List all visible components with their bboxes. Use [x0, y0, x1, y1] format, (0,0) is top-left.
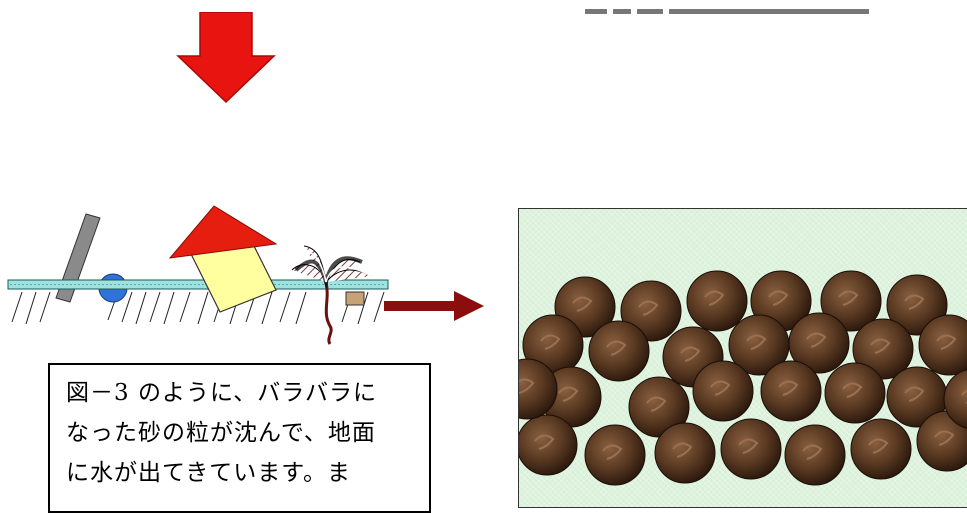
sand-grain-texture — [738, 438, 759, 454]
sand-grain-texture — [704, 290, 725, 306]
clipped-heading-fragment — [585, 0, 915, 14]
sand-grain-texture — [710, 380, 731, 396]
sand-grain-texture — [746, 334, 767, 350]
sand-grain-texture — [572, 296, 593, 312]
sand-grain-texture — [778, 380, 799, 396]
tilted-house — [168, 205, 278, 313]
sand-grain-texture — [680, 346, 701, 362]
caption-line-2: なった砂の粒が沈んで、地面 — [66, 420, 376, 446]
tree — [291, 245, 373, 345]
caption-box: 図－3 のように、バラバラに なった砂の粒が沈んで、地面 に水が出てきています。… — [48, 363, 431, 513]
sand-grain-texture — [936, 334, 957, 350]
sand-grain-texture — [519, 378, 535, 394]
liquefaction-scene — [7, 205, 484, 345]
sand-grain-texture — [806, 332, 827, 348]
water-panel — [518, 208, 967, 508]
sand-grains — [519, 270, 967, 486]
sand-grain-texture — [868, 438, 889, 454]
small-box — [345, 291, 365, 306]
sand-grain-texture — [838, 290, 859, 306]
sand-grain — [943, 369, 967, 429]
sand-grain-texture — [802, 444, 823, 460]
sand-grain-texture — [646, 396, 667, 412]
sand-grain-texture — [602, 444, 623, 460]
sand-grain-texture — [606, 340, 627, 356]
caption-line-1: 図－3 のように、バラバラに — [66, 380, 378, 406]
sand-grain — [519, 358, 558, 420]
sand-grain-texture — [870, 338, 891, 354]
sand-grain-texture — [672, 442, 693, 458]
sand-grain-texture — [540, 334, 561, 350]
sand-grain-texture — [534, 434, 555, 450]
sand-grain-texture — [934, 430, 955, 446]
sand-grain-texture — [904, 386, 925, 402]
caption-line-3: に水が出てきています。ま — [66, 460, 352, 486]
sand-grain — [918, 314, 967, 376]
sand-grain-texture — [842, 382, 863, 398]
down-arrow-icon — [176, 12, 276, 104]
right-arrow-icon — [384, 291, 484, 321]
sand-grain-texture — [768, 290, 789, 306]
sand-grain-texture — [558, 386, 579, 402]
sand-grain-texture — [638, 300, 659, 316]
sand-grain-texture — [904, 294, 925, 310]
